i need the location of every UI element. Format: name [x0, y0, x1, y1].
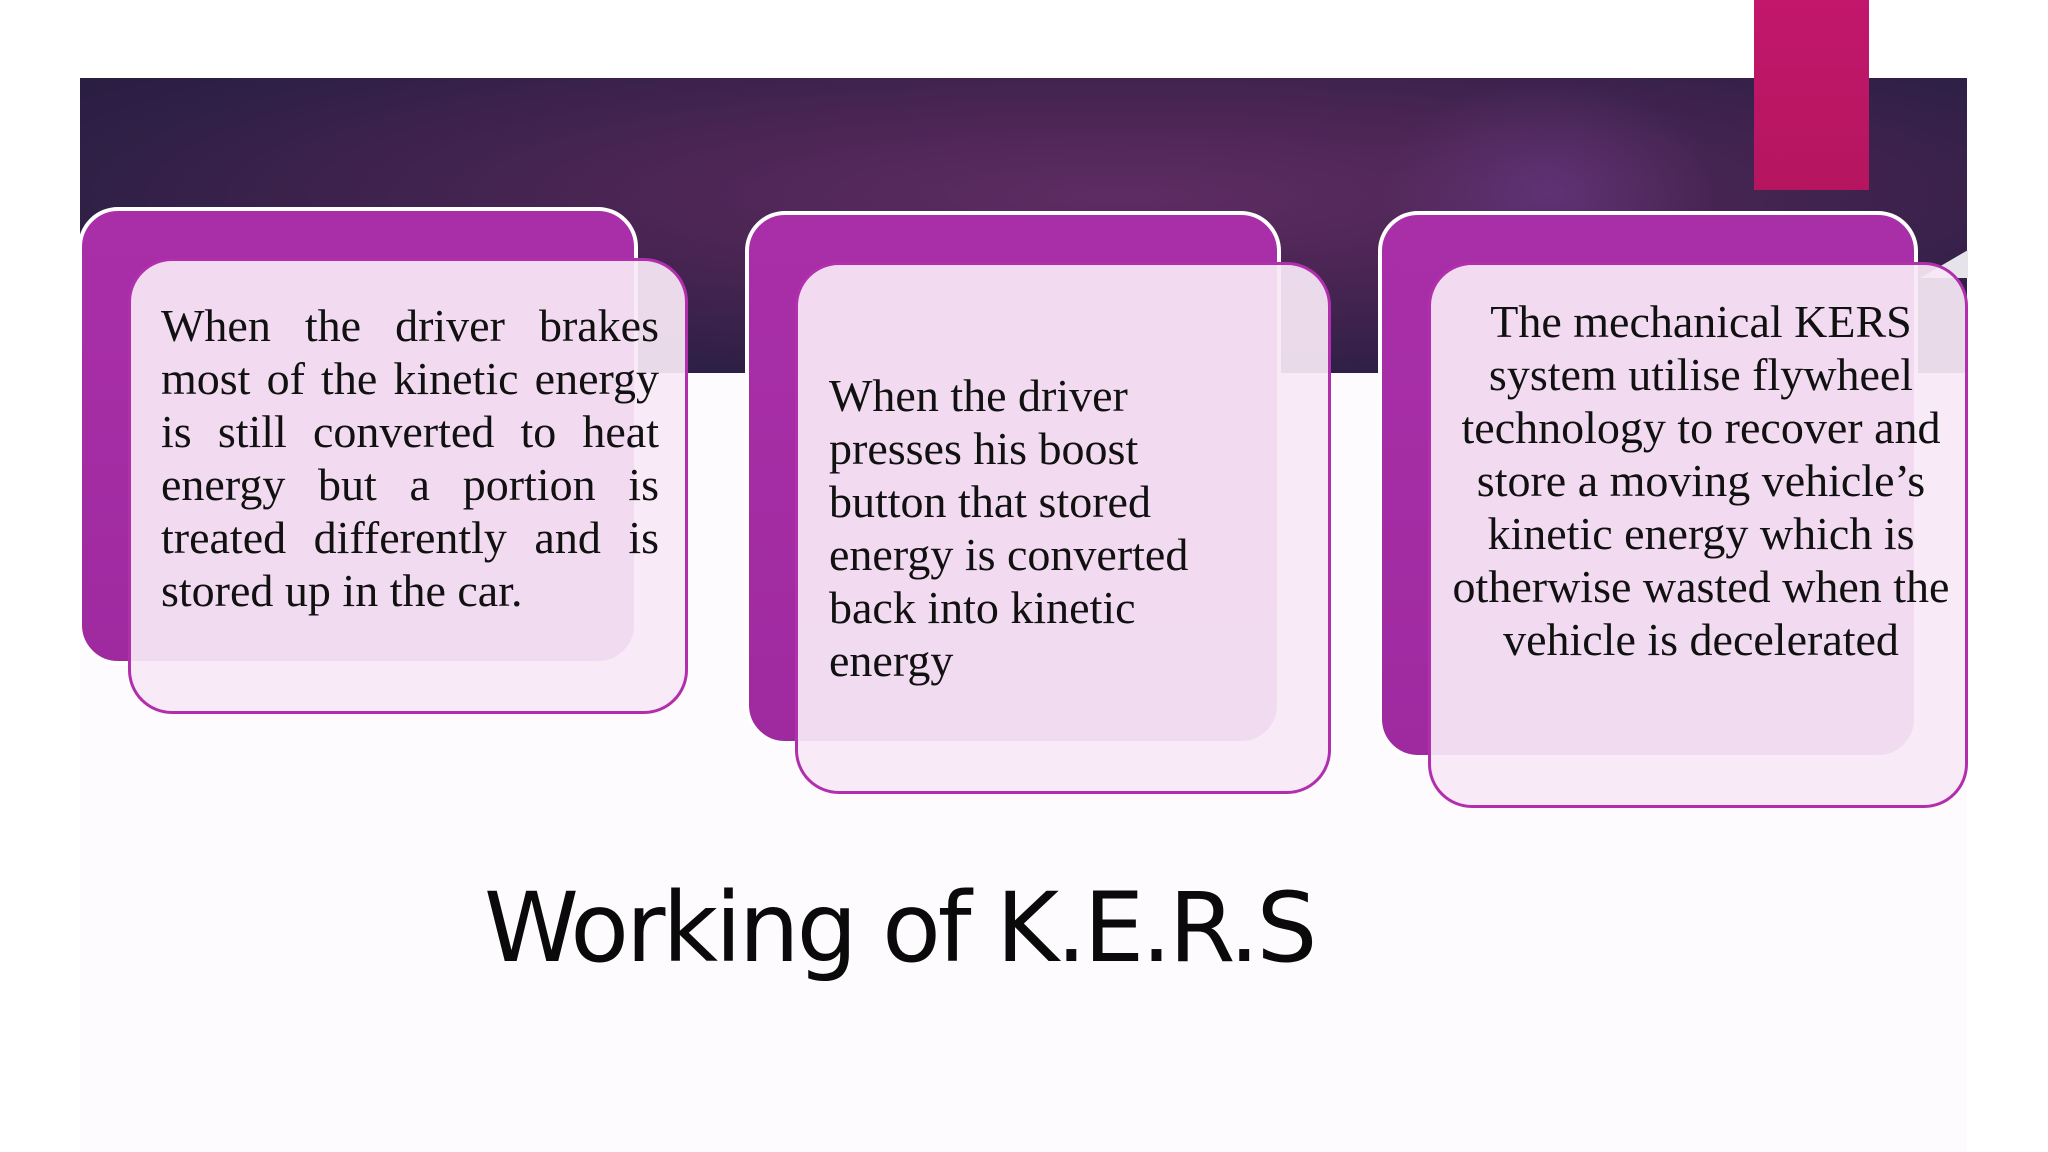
card-2: When the driver presses his boost button…: [795, 262, 1331, 794]
card-2-text: When the driver presses his boost button…: [829, 370, 1189, 686]
accent-tab: [1754, 0, 1869, 190]
slide-title: Working of K.E.R.S: [484, 872, 1317, 984]
card-1: When the driver brakes most of the kinet…: [128, 258, 688, 714]
card-3: The mechanical KERS system utilise flywh…: [1428, 262, 1968, 808]
card-1-text: When the driver brakes most of the kinet…: [161, 300, 659, 616]
card-3-text: The mechanical KERS system utilise flywh…: [1452, 296, 1950, 665]
